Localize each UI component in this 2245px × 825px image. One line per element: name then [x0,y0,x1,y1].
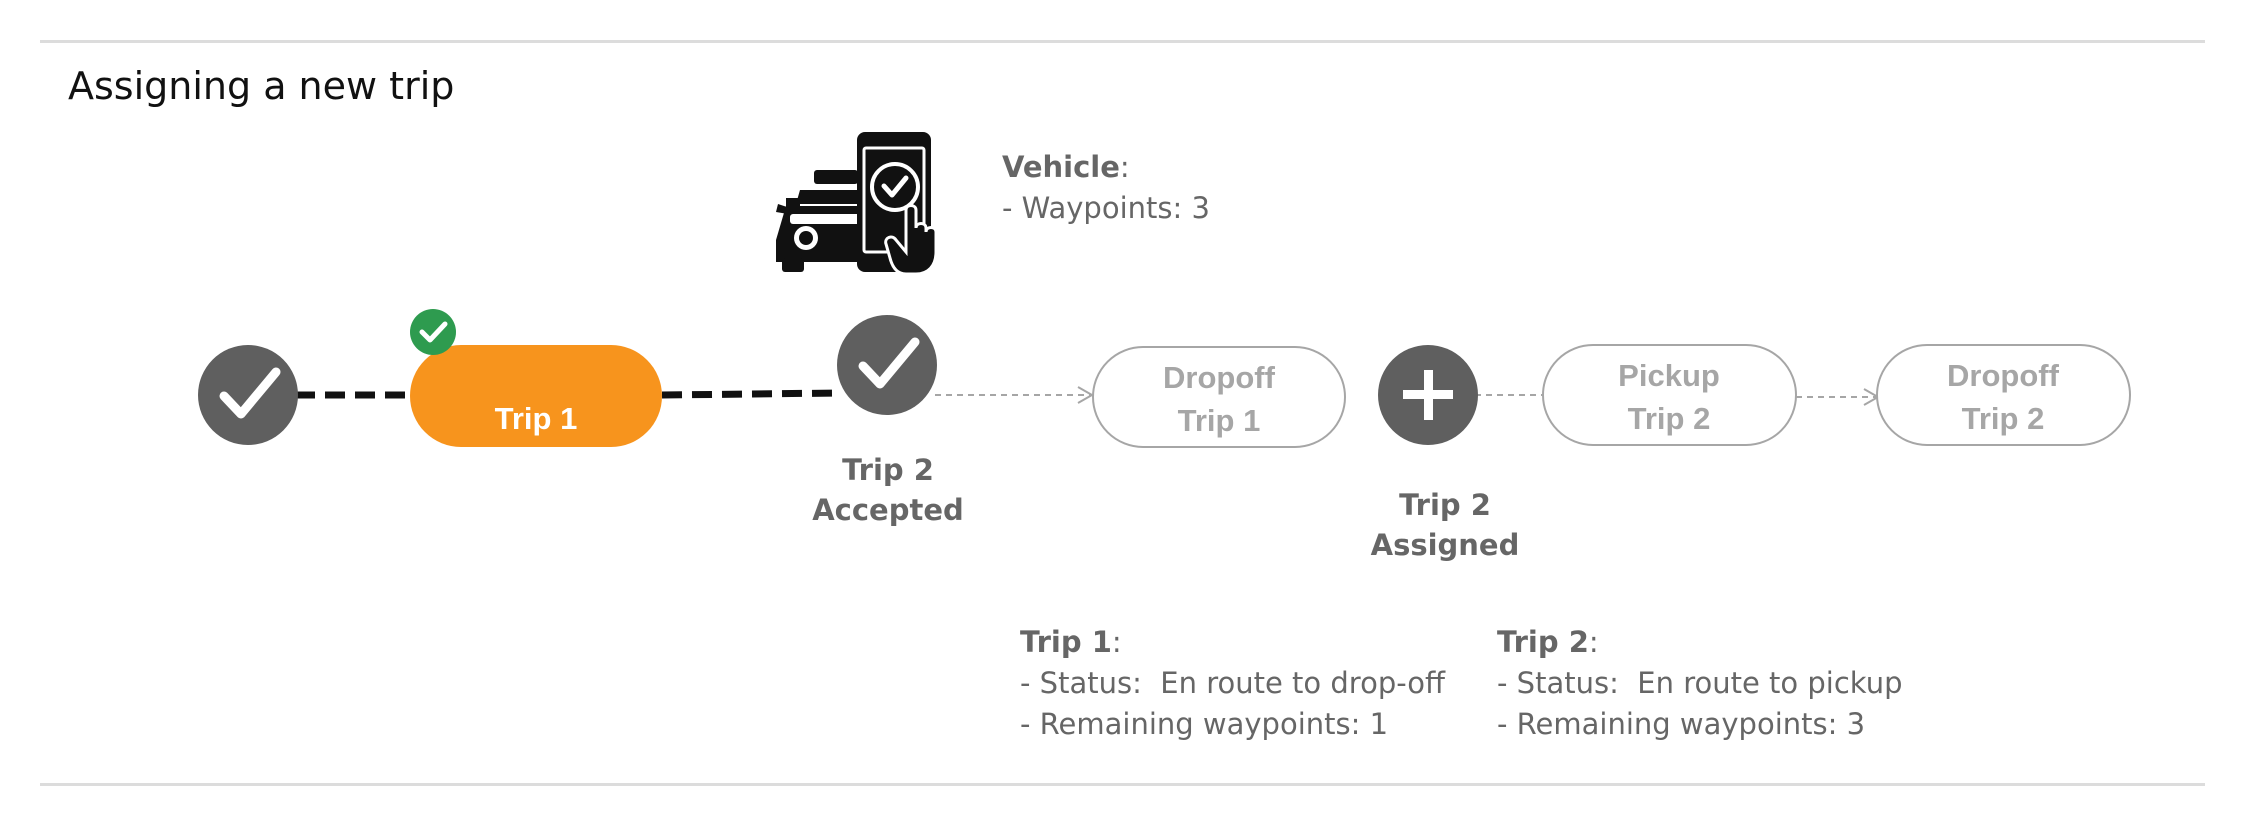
top-divider [40,40,2205,43]
dropoff-trip1-pill: Dropoff Trip 1 [1092,346,1346,448]
dropoff-trip2-pill: Dropoff Trip 2 [1876,344,2131,446]
pickup-trip1-pill: Trip 1 [410,345,662,447]
dropoff-trip1-line1: Dropoff [1163,360,1276,395]
trip2-accepted-marker [837,315,937,415]
dropoff-trip1-line2: Trip 1 [1178,403,1261,438]
pickup-trip2-pill: Pickup Trip 2 [1542,344,1797,446]
trip2-assigned-marker [1378,345,1478,445]
completed-stop-marker [198,345,298,445]
trip2-accepted-caption: Trip 2 Accepted [768,450,1008,530]
trip2-accepted-caption-line2: Accepted [812,493,964,527]
trip1-remaining: - Remaining waypoints: 1 [1020,707,1389,741]
trip2-status: - Status: En route to pickup [1497,666,1903,700]
checkmark-icon [219,367,281,419]
dropoff-trip2-line2: Trip 2 [1962,401,2045,436]
trip2-assigned-caption-line2: Assigned [1370,528,1520,562]
trip2-remaining: - Remaining waypoints: 3 [1497,707,1866,741]
page-title: Assigning a new trip [68,64,455,108]
trip2-assigned-caption-line1: Trip 2 [1399,488,1491,522]
trip1-heading: Trip 1 [1020,625,1112,659]
phone-check-icon [857,132,938,276]
trip2-heading: Trip 2 [1497,625,1589,659]
checkmark-icon [858,337,920,389]
completed-check-badge [410,309,456,355]
checkmark-icon [419,321,448,343]
trip2-assigned-caption: Trip 2 Assigned [1325,485,1565,565]
vehicle-heading: Vehicle [1002,150,1120,184]
trip1-info: Trip 1: - Status: En route to drop-off -… [1020,622,1445,745]
vehicle-info: Vehicle: - Waypoints: 3 [1002,147,1210,229]
vehicle-waypoints: - Waypoints: 3 [1002,191,1210,225]
trip1-status: - Status: En route to drop-off [1020,666,1445,700]
arrow-head-1 [1077,386,1095,404]
trip2-info: Trip 2: - Status: En route to pickup - R… [1497,622,1903,745]
plus-icon [1403,370,1453,420]
pickup-trip2-line2: Trip 2 [1628,401,1711,436]
trip2-accepted-caption-line1: Trip 2 [842,453,934,487]
pickup-trip1-line2: Trip 1 [495,401,578,436]
bottom-divider [40,783,2205,786]
pickup-trip2-line1: Pickup [1618,358,1720,393]
completed-path-2 [661,389,841,399]
dropoff-trip2-line1: Dropoff [1947,358,2060,393]
